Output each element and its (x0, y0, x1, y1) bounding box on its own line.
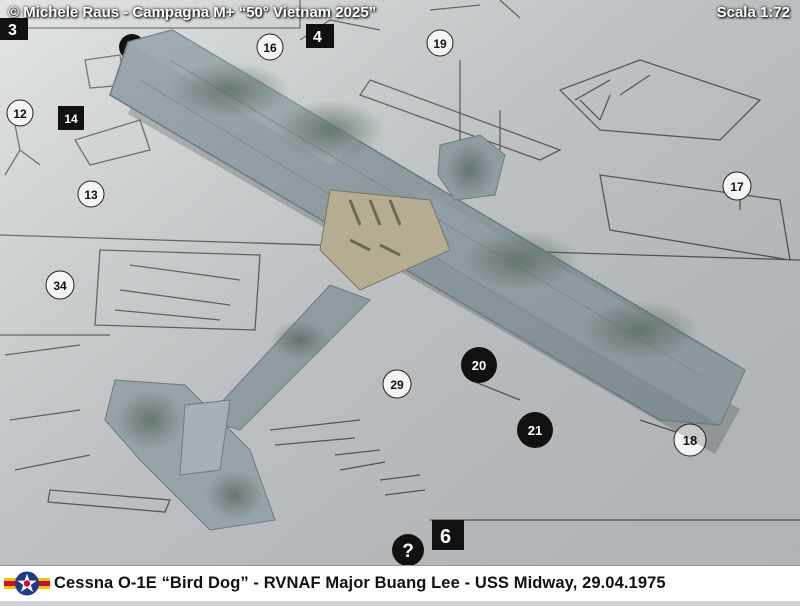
part-unknown-label: ? (402, 541, 414, 562)
part-19-label: 19 (433, 37, 447, 51)
vertical-fin (179, 399, 231, 476)
part-16-label: 16 (263, 41, 277, 55)
part-21-label: 21 (528, 423, 542, 438)
part-14-label: 14 (64, 112, 78, 126)
step-6-label: 6 (440, 526, 451, 548)
caption-bar: Cessna O-1E “Bird Dog” - RVNAF Major Bua… (0, 565, 800, 601)
model-scale: Scala 1:72 (716, 4, 790, 21)
cockpit-glazing (319, 189, 451, 291)
aircraft-model (104, 29, 746, 531)
part-12-label: 12 (13, 107, 27, 121)
photo-credit: © Michele Raus - Campagna M+ “50° Vietna… (8, 4, 377, 21)
part-29-label: 29 (390, 378, 404, 392)
part-20-label: 20 (472, 358, 486, 373)
caption-text: Cessna O-1E “Bird Dog” - RVNAF Major Bua… (54, 574, 666, 592)
step-number-boxes: 3 4 6 (0, 18, 464, 550)
photo-illustration: 3 4 6 15 16 19 12 14 13 17 34 20 (0, 0, 800, 565)
part-17-label: 17 (730, 180, 744, 194)
part-18-label: 18 (683, 433, 697, 448)
model-photo: 3 4 6 15 16 19 12 14 13 17 34 20 (0, 0, 800, 565)
step-3-label: 3 (8, 22, 17, 39)
part-13-label: 13 (84, 188, 98, 202)
step-4-label: 4 (313, 29, 322, 46)
rvnaf-roundel-icon (0, 566, 54, 601)
part-34-label: 34 (53, 279, 67, 293)
